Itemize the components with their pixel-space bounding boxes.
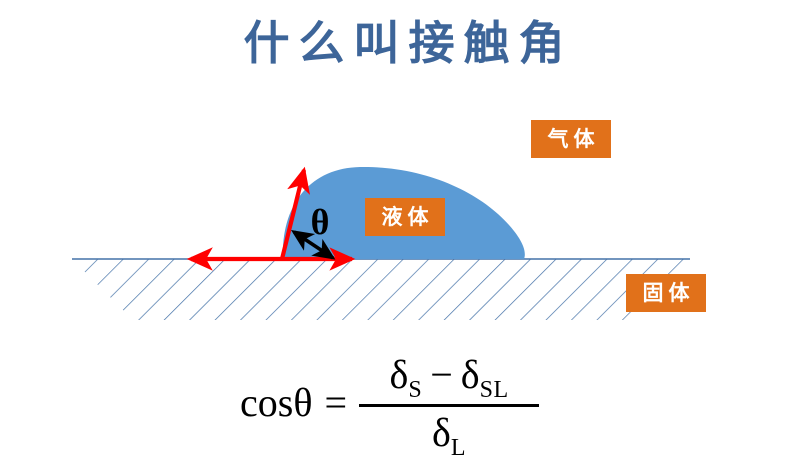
formula-denominator: δL [426,409,472,460]
gas-phase-label: 气体 [531,120,611,158]
formula-equals-sign: = [324,380,348,425]
page-title: 什么叫接触角 [243,18,574,69]
denominator-subscript: L [450,434,467,461]
numerator-operator: − [430,351,453,397]
liquid-phase-label: 液体 [365,198,445,236]
solid-substrate-hatching [72,259,690,320]
numerator-term1-subscript: S [408,376,423,403]
formula-fraction: δS−δSL δL [359,351,540,460]
denominator-symbol: δ [432,409,451,455]
numerator-term2-subscript: SL [479,376,509,403]
solid-phase-label: 固体 [626,274,706,312]
formula-numerator: δS−δSL [383,351,514,402]
numerator-term2-symbol: δ [460,351,480,397]
contact-angle-indicator-arrow [291,230,336,260]
contact-angle-formula: cosθ = δS−δSL δL [240,340,570,470]
tangent-vector-arrow [279,166,310,260]
contact-angle-theta-symbol: θ [310,202,330,242]
numerator-term1-symbol: δ [389,351,409,397]
formula-fraction-bar [359,403,540,407]
formula-left-hand-side: cosθ [240,380,313,425]
